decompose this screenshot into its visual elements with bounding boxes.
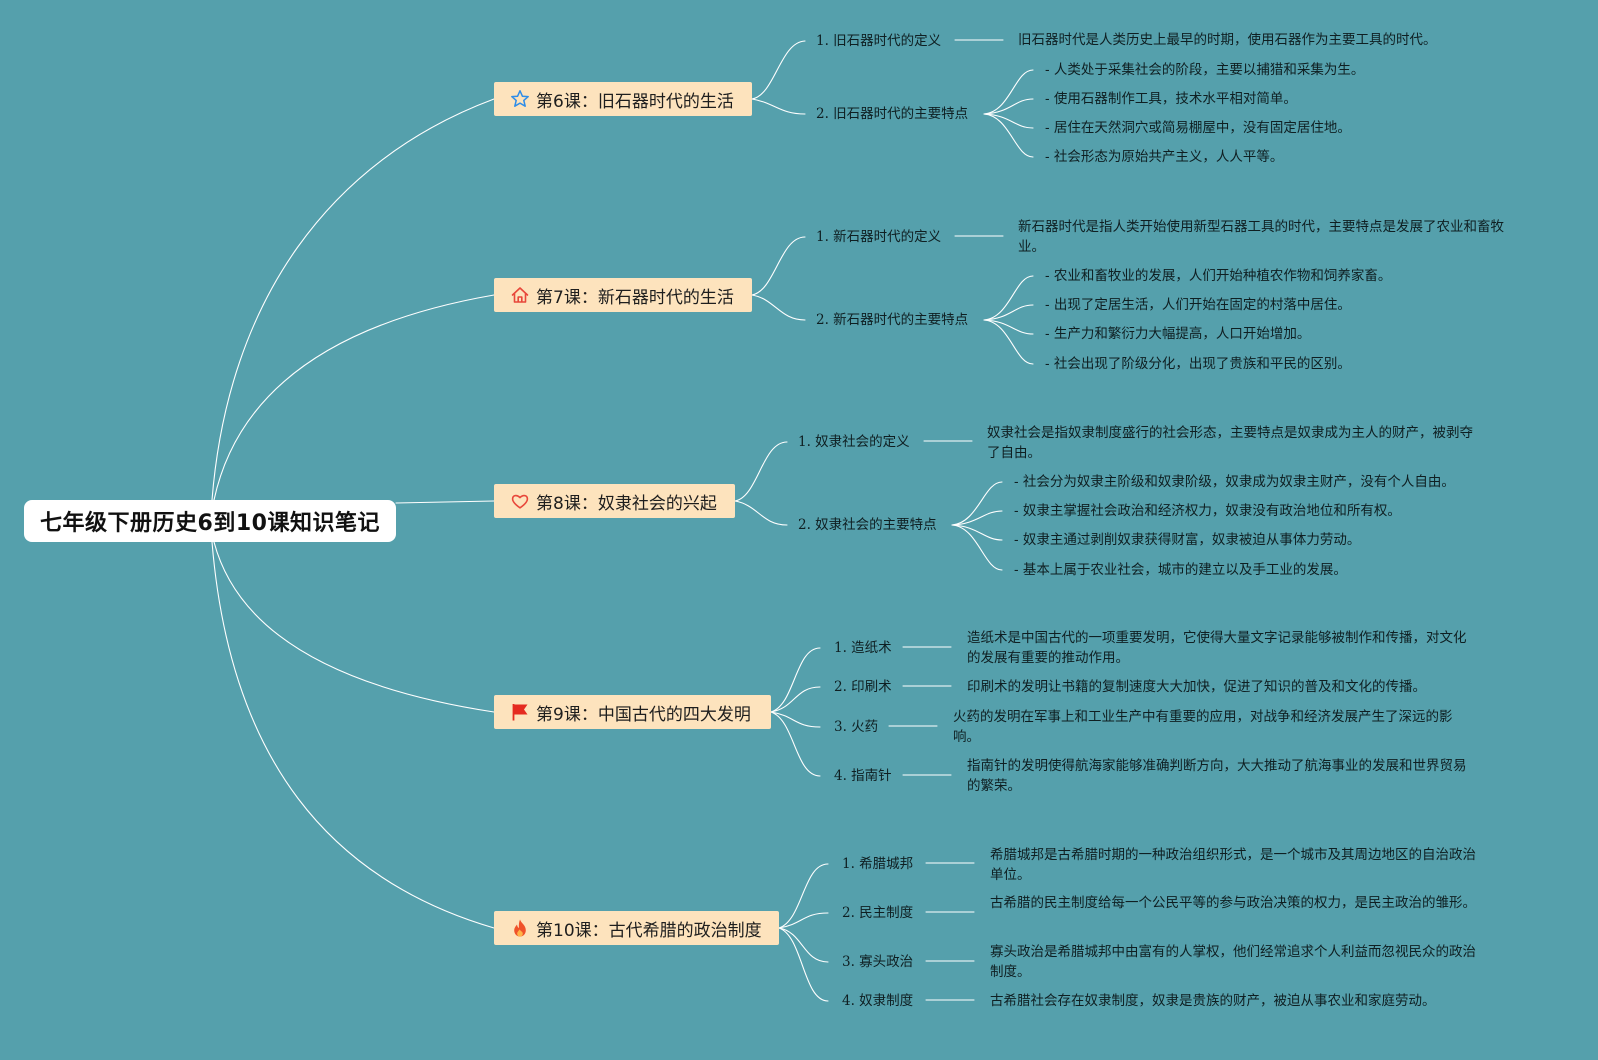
- subtopic-label[interactable]: 2. 印刷术: [834, 679, 892, 695]
- point-item: - 奴隶主掌握社会政治和经济权力，奴隶没有政治地位和所有权。: [1014, 503, 1401, 519]
- point-item: - 社会形态为原始共产主义，人人平等。: [1045, 149, 1284, 165]
- leaf-text: 寡头政治是希腊城邦中由富有的人掌权，他们经常追求个人利益而忽视民众的政治制度。: [990, 944, 1476, 980]
- subtopic-label[interactable]: 1. 新石器时代的定义: [816, 229, 942, 245]
- leaf-text: 火药的发明在军事上和工业生产中有重要的应用，对战争和经济发展产生了深远的影响。: [953, 709, 1453, 745]
- heart-icon: [510, 491, 530, 511]
- leaf-text: 指南针的发明使得航海家能够准确判断方向，大大推动了航海事业的发展和世界贸易的繁荣…: [967, 758, 1467, 794]
- topic-lesson-9[interactable]: 第9课：中国古代的四大发明: [494, 695, 771, 729]
- subtopic-label[interactable]: 2. 奴隶社会的主要特点: [798, 517, 937, 533]
- leaf-text: 古希腊社会存在奴隶制度，奴隶是贵族的财产，被迫从事农业和家庭劳动。: [990, 993, 1436, 1009]
- topic-lesson-6[interactable]: 第6课：旧石器时代的生活: [494, 82, 752, 116]
- topic-lesson-7[interactable]: 第7课：新石器时代的生活: [494, 278, 752, 312]
- subtopic-label[interactable]: 1. 造纸术: [834, 640, 892, 656]
- point-item: - 奴隶主通过剥削奴隶获得财富，奴隶被迫从事体力劳动。: [1014, 532, 1361, 548]
- root-title: 七年级下册历史6到10课知识笔记: [40, 511, 380, 536]
- subtopic-label[interactable]: 2. 新石器时代的主要特点: [816, 312, 969, 328]
- topic-title: 第10课：古代希腊的政治制度: [536, 920, 762, 941]
- subtopic-label[interactable]: 2. 旧石器时代的主要特点: [816, 106, 969, 122]
- leaf-text: 印刷术的发明让书籍的复制速度大大加快，促进了知识的普及和文化的传播。: [967, 679, 1426, 695]
- point-item: - 农业和畜牧业的发展，人们开始种植农作物和饲养家畜。: [1045, 268, 1392, 284]
- point-item: - 社会出现了阶级分化，出现了贵族和平民的区别。: [1045, 356, 1351, 372]
- point-item: - 基本上属于农业社会，城市的建立以及手工业的发展。: [1014, 562, 1347, 578]
- leaf-text: 希腊城邦是古希腊时期的一种政治组织形式，是一个城市及其周边地区的自治政治单位。: [990, 847, 1476, 883]
- subtopic-label[interactable]: 1. 希腊城邦: [842, 856, 914, 872]
- topic-title: 第8课：奴隶社会的兴起: [536, 493, 717, 514]
- subtopic-label[interactable]: 3. 寡头政治: [842, 954, 914, 970]
- point-item: - 居住在天然洞穴或简易棚屋中，没有固定居住地。: [1045, 120, 1351, 136]
- star-icon: [510, 89, 530, 109]
- topic-title: 第9课：中国古代的四大发明: [536, 704, 751, 725]
- topic-title: 第7课：新石器时代的生活: [536, 287, 734, 308]
- point-item: - 社会分为奴隶主阶级和奴隶阶级，奴隶成为奴隶主财产，没有个人自由。: [1014, 474, 1455, 490]
- subtopic-label[interactable]: 1. 旧石器时代的定义: [816, 33, 942, 49]
- subtopic-label[interactable]: 2. 民主制度: [842, 905, 914, 921]
- subtopic-label[interactable]: 1. 奴隶社会的定义: [798, 434, 910, 450]
- point-item: - 出现了定居生活，人们开始在固定的村落中居住。: [1045, 297, 1351, 313]
- point-item: - 生产力和繁衍力大幅提高，人口开始增加。: [1045, 326, 1311, 342]
- leaf-text: 新石器时代是指人类开始使用新型石器工具的时代，主要特点是发展了农业和畜牧业。: [1018, 219, 1504, 255]
- leaf-text: 古希腊的民主制度给每一个公民平等的参与政治决策的权力，是民主政治的雏形。: [990, 895, 1476, 911]
- home-icon: [510, 285, 530, 305]
- leaf-text: 旧石器时代是人类历史上最早的时期，使用石器作为主要工具的时代。: [1018, 32, 1437, 48]
- topic-title: 第6课：旧石器时代的生活: [536, 91, 734, 112]
- fire-icon: [510, 918, 530, 938]
- point-item: - 使用石器制作工具，技术水平相对简单。: [1045, 91, 1297, 107]
- leaf-text: 奴隶社会是指奴隶制度盛行的社会形态，主要特点是奴隶成为主人的财产，被剥夺了自由。: [987, 425, 1473, 461]
- root-node[interactable]: 七年级下册历史6到10课知识笔记: [24, 500, 396, 542]
- point-item: - 人类处于采集社会的阶段，主要以捕猎和采集为生。: [1045, 62, 1365, 78]
- subtopic-label[interactable]: 4. 奴隶制度: [842, 993, 914, 1009]
- subtopic-label[interactable]: 4. 指南针: [834, 768, 892, 784]
- leaf-text: 造纸术是中国古代的一项重要发明，它使得大量文字记录能够被制作和传播，对文化的发展…: [967, 630, 1467, 666]
- topic-lesson-8[interactable]: 第8课：奴隶社会的兴起: [494, 484, 735, 518]
- topic-lesson-10[interactable]: 第10课：古代希腊的政治制度: [494, 911, 779, 945]
- subtopic-label[interactable]: 3. 火药: [834, 719, 879, 735]
- flag-icon: [510, 702, 530, 722]
